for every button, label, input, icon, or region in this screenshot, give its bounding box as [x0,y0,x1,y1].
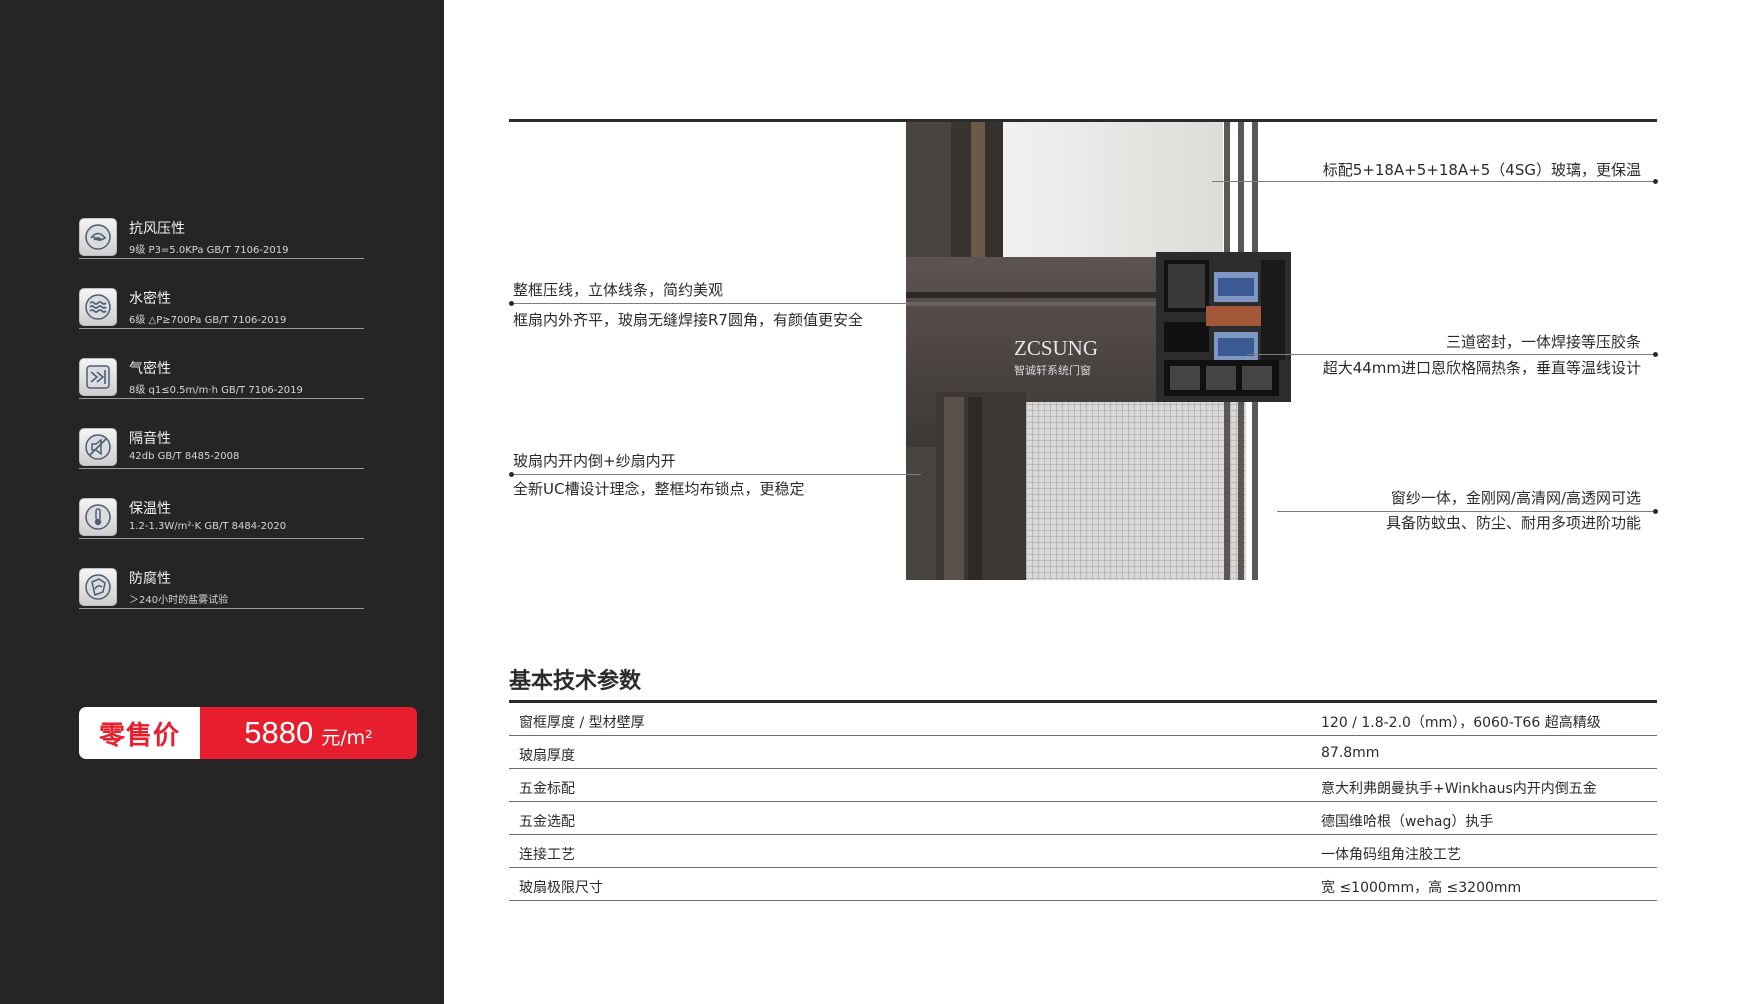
annotation-seal-line2: 超大44mm进口恩欣格隔热条，垂直等温线设计 [1322,359,1641,377]
thermal-insulation-icon [79,498,117,536]
annotation-screen-line1: 窗纱一体，金刚网/高清网/高透网可选 [1390,489,1641,507]
table-row: 五金标配 意大利弗朗曼执手+Winkhaus内开内倒五金 [509,769,1657,802]
params-rule [509,700,1657,703]
product-brand-sub: 智诚轩系统门窗 [1014,363,1091,377]
leader-line-sash [511,474,921,475]
param-name: 窗框厚度 / 型材壁厚 [519,715,645,731]
leader-dot-glass [1653,179,1658,184]
table-row: 五金选配 德国维哈根（wehag）执手 [509,802,1657,835]
price-label: 零售价 [98,720,180,751]
feature-spec: 8级 q1≤0.5m/m·h GB/T 7106-2019 [129,385,303,396]
feature-title: 隔音性 [129,431,171,447]
price-value: 5880 [244,715,314,750]
params-title: 基本技术参数 [509,669,642,694]
params-table: 窗框厚度 / 型材壁厚 120 / 1.8-2.0（mm），6060-T66 超… [509,703,1657,901]
price-unit: 元/m² [321,726,373,749]
retail-price-badge: 零售价 5880 元/m² [79,707,417,759]
feature-spec: ＞240小时的盐雾试验 [129,595,229,606]
leader-line-seal [1247,354,1655,355]
feature-thermal-insulation: 保温性 1.2-1.3W/m²·K GB/T 8484-2020 [79,497,364,539]
feature-spec: 6级 △P≥700Pa GB/T 7106-2019 [129,315,287,326]
annotation-seal-line1: 三道密封，一体焊接等压胶条 [1445,333,1641,351]
leader-dot-screen [1653,509,1658,514]
leader-dot-seal [1653,352,1658,357]
feature-title: 水密性 [129,291,171,307]
leader-line-frame [511,303,908,304]
annotation-sash-line2: 全新UC槽设计理念，整框均布锁点，更稳定 [513,480,805,498]
feature-wind-pressure: 抗风压性 9级 P3=5.0KPa GB/T 7106-2019 [79,217,364,259]
feature-sound-insulation: 隔音性 42db GB/T 8485-2008 [79,427,364,469]
param-value: 宽 ≤1000mm，高 ≤3200mm [1321,880,1522,896]
param-name: 玻扇极限尺寸 [519,880,603,896]
param-name: 连接工艺 [519,847,575,863]
feature-title: 抗风压性 [129,221,185,237]
feature-spec: 42db GB/T 8485-2008 [129,451,240,462]
feature-water-tightness: 水密性 6级 △P≥700Pa GB/T 7106-2019 [79,287,364,329]
annotation-frame-line1: 整框压线，立体线条，简约美观 [513,281,724,299]
annotation-glass: 标配5+18A+5+18A+5（4SG）玻璃，更保温 [1322,161,1641,179]
feature-sidebar: 抗风压性 9级 P3=5.0KPa GB/T 7106-2019 水密性 6级 … [0,0,444,1004]
param-value: 87.8mm [1321,745,1380,761]
feature-air-tightness: 气密性 8级 q1≤0.5m/m·h GB/T 7106-2019 [79,357,364,399]
corrosion-resistance-icon [79,568,117,606]
feature-title: 防腐性 [129,571,171,587]
annotation-screen-line2: 具备防蚊虫、防尘、耐用多项进阶功能 [1385,514,1641,532]
leader-line-glass [1212,181,1655,182]
feature-title: 保温性 [129,501,171,517]
table-row: 连接工艺 一体角码组角注胶工艺 [509,835,1657,868]
param-value: 德国维哈根（wehag）执手 [1321,814,1494,830]
price-value-box: 5880 元/m² [200,707,417,759]
param-value: 意大利弗朗曼执手+Winkhaus内开内倒五金 [1321,781,1597,797]
sound-insulation-icon [79,428,117,466]
feature-corrosion-resistance: 防腐性 ＞240小时的盐雾试验 [79,567,364,609]
param-name: 五金标配 [519,781,575,797]
table-row: 玻扇厚度 87.8mm [509,736,1657,769]
wind-pressure-icon [79,218,117,256]
top-rule [509,119,1657,122]
param-name: 五金选配 [519,814,575,830]
product-brand: ZCSUNG [1014,336,1098,360]
table-row: 玻扇极限尺寸 宽 ≤1000mm，高 ≤3200mm [509,868,1657,901]
annotation-sash-line1: 玻扇内开内倒+纱扇内开 [513,452,676,470]
feature-spec: 9级 P3=5.0KPa GB/T 7106-2019 [129,245,289,256]
leader-dot-sash [509,472,514,477]
table-row: 窗框厚度 / 型材壁厚 120 / 1.8-2.0（mm），6060-T66 超… [509,703,1657,736]
annotation-frame-line2: 框扇内外齐平，玻扇无缝焊接R7圆角，有颜值更安全 [513,311,863,329]
feature-title: 气密性 [129,361,171,377]
window-profile-image: ZCSUNG 智诚轩系统门窗 [906,122,1291,580]
param-name: 玻扇厚度 [519,748,575,764]
water-tightness-icon [79,288,117,326]
feature-spec: 1.2-1.3W/m²·K GB/T 8484-2020 [129,521,287,532]
param-value: 一体角码组角注胶工艺 [1321,847,1461,863]
price-label-box: 零售价 [79,707,200,759]
leader-dot-frame [509,301,514,306]
air-tightness-icon [79,358,117,396]
leader-line-screen [1277,511,1655,512]
param-value: 120 / 1.8-2.0（mm），6060-T66 超高精级 [1321,715,1601,731]
